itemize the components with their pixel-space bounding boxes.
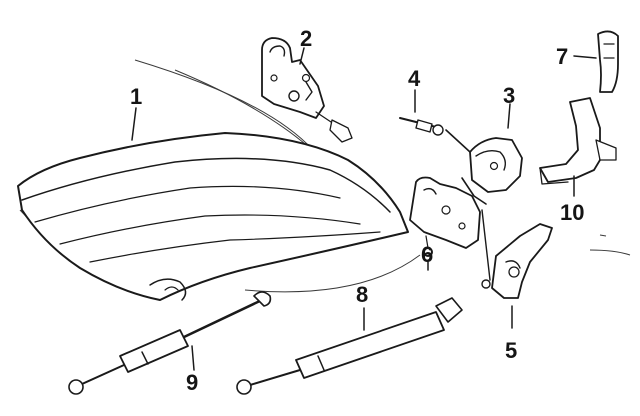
part-6-catch-bracket (409, 176, 481, 271)
part-7-clip (573, 30, 619, 93)
part-10-support-bracket (539, 97, 617, 197)
part-8-support-strut (236, 297, 463, 395)
callout-labels: 1 2 3 4 5 6 7 8 9 10 (130, 26, 584, 395)
callout-4: 4 (408, 66, 421, 91)
part-5-safety-catch (481, 209, 553, 329)
part-3-primary-latch (445, 103, 523, 205)
callout-9: 9 (186, 370, 198, 395)
part-1-hood-panel (17, 107, 409, 301)
callout-5: 5 (505, 338, 517, 363)
callout-2: 2 (300, 26, 312, 51)
callout-6: 6 (421, 242, 433, 267)
callout-7: 7 (556, 44, 568, 69)
callout-8: 8 (356, 282, 368, 307)
part-9-support-strut (68, 291, 272, 395)
callout-3: 3 (503, 83, 515, 108)
callout-10: 10 (560, 200, 584, 225)
callout-1: 1 (130, 84, 142, 109)
part-4-release-rod (399, 89, 444, 136)
part-2-latch-bracket (261, 37, 353, 143)
